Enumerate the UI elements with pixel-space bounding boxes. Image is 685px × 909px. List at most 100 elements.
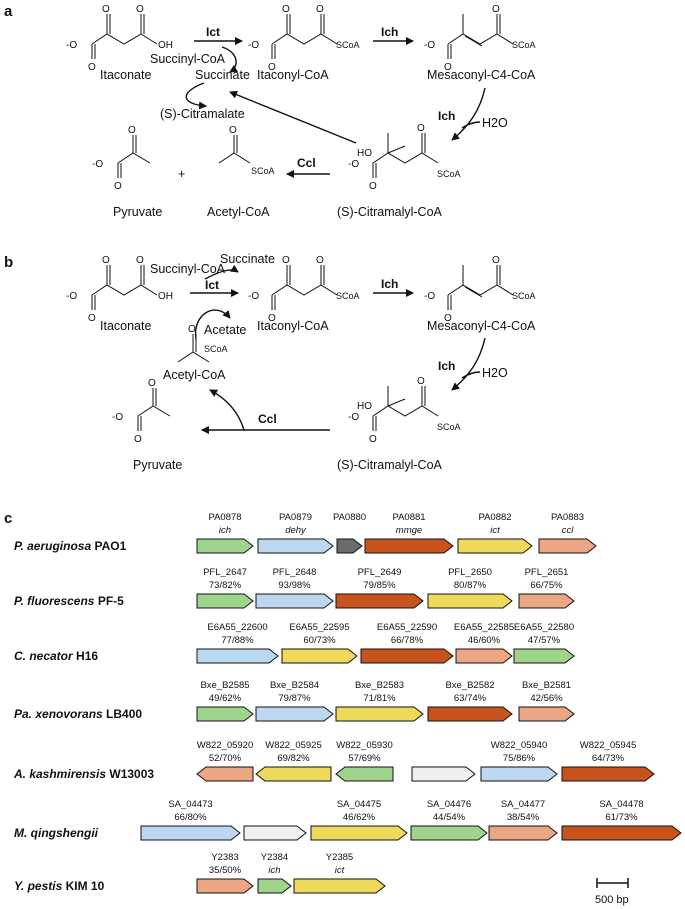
organism-row: A. kashmirensis W13003W822_0592052/70%W8… xyxy=(13,740,655,782)
organism-row: C. necator H16E6A55_2260077/88%E6A55_225… xyxy=(14,622,575,664)
gene-id: PFL_2648 xyxy=(273,567,317,578)
organism-strain: PF-5 xyxy=(94,594,124,608)
ict-enzyme-label: Ict xyxy=(206,25,220,39)
succinyl-coa-label: Succinyl-CoA xyxy=(150,52,226,66)
itaconate-label-b: Itaconate xyxy=(100,319,151,333)
citramalyl-label-b: (S)-Citramalyl-CoA xyxy=(337,458,443,472)
organism-strain: LB400 xyxy=(103,707,143,721)
gene-id: Bxe_B2585 xyxy=(200,680,249,691)
acetyl-coa-label: Acetyl-CoA xyxy=(207,205,270,219)
atom-label: -O xyxy=(66,291,77,302)
organism-name: A. kashmirensis W13003 xyxy=(13,767,154,781)
gene-identity: 47/57% xyxy=(528,635,561,646)
pyruvate-structure: -O O O xyxy=(92,125,151,192)
atom-label: O xyxy=(88,62,96,73)
ich-arrow-2 xyxy=(451,87,486,141)
gene-id: PA0880 xyxy=(333,512,366,523)
acetyl-coa-structure: O SCoA xyxy=(218,125,275,176)
gene-identity: 46/62% xyxy=(343,812,376,823)
gene-arrow xyxy=(196,593,254,609)
gene-id: PA0881 xyxy=(392,512,425,523)
gene-arrow xyxy=(281,648,358,664)
gene-arrow xyxy=(140,825,241,841)
atom-label: O xyxy=(88,313,96,324)
citramalyl-to-succinate-arrow xyxy=(229,90,357,144)
gene-arrow xyxy=(457,538,533,554)
ccl-enzyme-label-b: Ccl xyxy=(258,412,277,426)
atom-label: SCoA xyxy=(336,291,360,301)
organism-name: M. qingshengii xyxy=(14,826,99,840)
organism-name: P. fluorescens PF-5 xyxy=(14,594,124,608)
water-arrow-b xyxy=(461,371,481,379)
water-label: H2O xyxy=(482,116,508,130)
atom-label: O xyxy=(102,255,110,266)
ict-enzyme-label-b: Ict xyxy=(205,278,219,292)
gene-id: Y2384 xyxy=(261,852,288,863)
organism-row: Pa. xenovorans LB400 Bxe_B2585 49/62% Bxe_B… xyxy=(14,680,575,722)
gene-arrow xyxy=(196,766,254,782)
atom-label: O xyxy=(136,255,144,266)
atom-label: O xyxy=(188,324,196,335)
atom-label: O xyxy=(492,255,500,266)
ccl-enzyme-label: Ccl xyxy=(297,156,316,170)
pyruvate-structure-b: -O O O xyxy=(112,378,171,445)
gene-arrow xyxy=(360,648,454,664)
gene-identity: 79/87% xyxy=(278,693,311,704)
gene-symbol: ict xyxy=(335,865,345,876)
atom-label: O xyxy=(492,4,500,15)
gene-id: SA_04473 xyxy=(168,799,212,810)
atom-label: O xyxy=(282,255,290,266)
organism-name: Pa. xenovorans LB400 xyxy=(14,707,142,721)
organism-strain: PAO1 xyxy=(91,539,126,553)
atom-label: O xyxy=(148,378,156,389)
atom-label: O xyxy=(136,4,144,15)
atom-label: O xyxy=(417,123,425,134)
gene-arrow xyxy=(310,825,408,841)
acetyl-coa-structure-b: O SCoA xyxy=(177,324,228,363)
gene-arrow xyxy=(255,593,334,609)
gene-identity: 57/69% xyxy=(348,753,381,764)
gene-id: PA0883 xyxy=(551,512,584,523)
atom-label: O xyxy=(268,62,276,73)
ich-enzyme-label-b1: Ich xyxy=(381,277,398,291)
organism-name: C. necator H16 xyxy=(14,649,98,663)
gene-id: SA_04476 xyxy=(427,799,471,810)
atom-label: -O xyxy=(92,159,103,170)
atom-label: O xyxy=(444,62,452,73)
gene-arrow xyxy=(255,766,332,782)
atom-label: SCoA xyxy=(437,169,461,179)
atom-label: -O xyxy=(348,412,359,423)
gene-id: Bxe_B2581 xyxy=(522,680,571,691)
organism-row: Y. pestis KIM 10Y238335/50%Y2384ichY2385… xyxy=(14,852,386,894)
atom-label: OH xyxy=(158,40,173,51)
atom-label: O xyxy=(134,434,142,445)
organism-genus: M. qingshengii xyxy=(14,826,99,840)
gene-id: E6A55_22595 xyxy=(289,622,349,633)
gene-identity: 93/98% xyxy=(278,580,311,591)
gene-identity: 49/62% xyxy=(209,693,242,704)
gene-arrow xyxy=(488,825,558,841)
plus-sign: + xyxy=(178,167,185,181)
gene-arrow xyxy=(518,706,575,722)
atom-label: O xyxy=(128,125,136,136)
gene-identity: 42/56% xyxy=(530,693,563,704)
organism-row: M. qingshengiiSA_0447366/80%SA_0447546/6… xyxy=(14,799,682,841)
itaconate-label: Itaconate xyxy=(100,68,151,82)
organism-name: P. aeruginosa PAO1 xyxy=(14,539,127,553)
gene-arrow xyxy=(518,593,575,609)
gene-identity: 75/86% xyxy=(503,753,536,764)
gene-id: Bxe_B2584 xyxy=(270,680,319,691)
organism-genus: C. necator xyxy=(14,649,74,663)
mesaconyl-structure: O -O O SCoA xyxy=(424,4,536,73)
gene-id: E6A55_22600 xyxy=(207,622,267,633)
atom-label: SCoA xyxy=(512,291,536,301)
scale-bar: 500 bp xyxy=(595,878,629,906)
gene-id: PFL_2650 xyxy=(448,567,492,578)
gene-arrow xyxy=(196,706,254,722)
gene-arrow xyxy=(427,593,513,609)
gene-id: PA0878 xyxy=(208,512,241,523)
gene-identity: 35/50% xyxy=(209,865,242,876)
itaconyl-coa-structure-b: O O -O O SCoA xyxy=(248,255,360,324)
citramalate-arrow xyxy=(185,82,207,110)
gene-arrow xyxy=(196,878,254,894)
